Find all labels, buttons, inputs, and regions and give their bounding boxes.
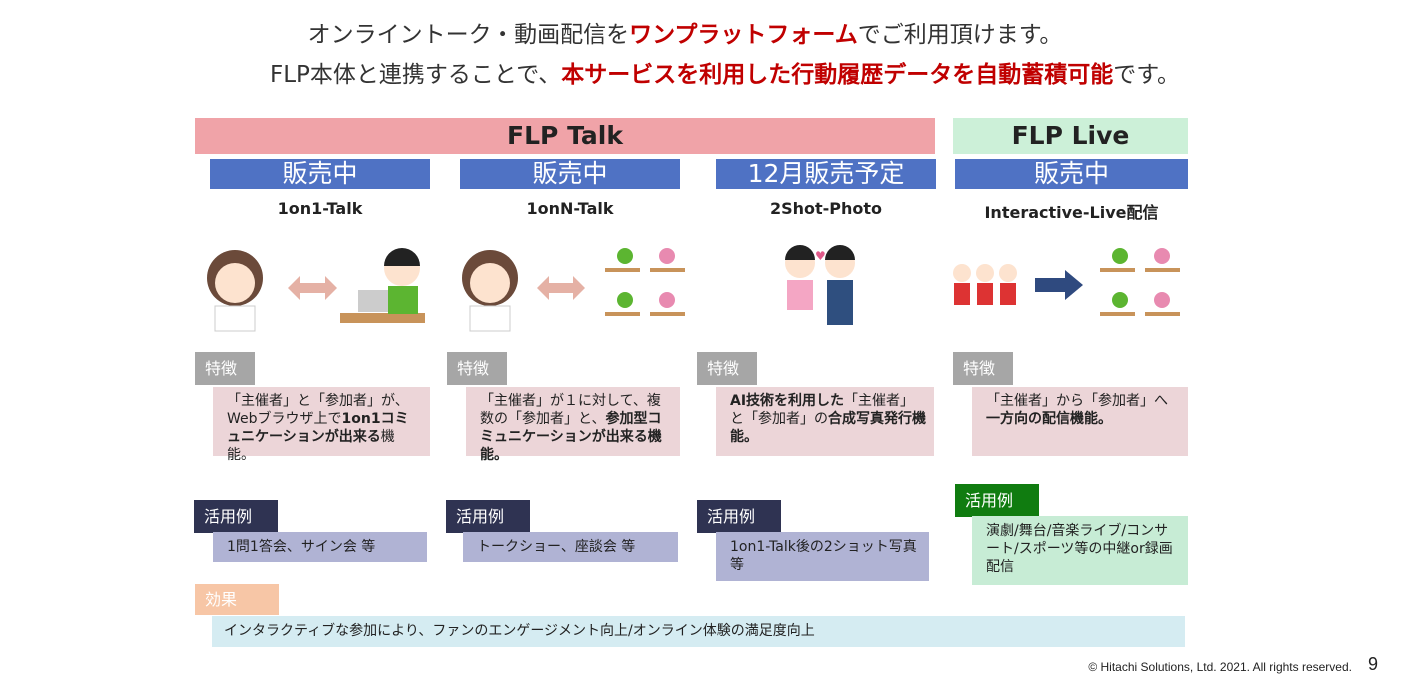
headline-line-1: オンライントーク・動画配信をワンプラットフォームでご利用頂けます。 (0, 15, 1370, 49)
feature-text: 一方向の配信機能。 (986, 411, 1112, 427)
product-name: 1onN-Talk (526, 199, 614, 218)
example-text: トークショー、座談会 等 (463, 532, 678, 562)
feature-text: AI技術を利用した (730, 393, 845, 409)
live-broadcast-illustration (953, 248, 1180, 316)
feature-description: 「主催者」が１に対して、複数の「参加者」と、参加型コミュニケーションが出来る機能… (466, 387, 680, 463)
feature-text: 「主催者」から「参加者」へ (986, 393, 1168, 409)
feature-description: AI技術を利用した「主催者」と「参加者」の合成写真発行機能。 (716, 387, 934, 456)
one-to-many-illustration (462, 248, 685, 332)
example-label: 活用例 (955, 484, 1039, 517)
feature-text: 1on1コミュニケーションが出来る (227, 411, 409, 445)
copyright: © Hitachi Solutions, Ltd. 2021. All righ… (1088, 660, 1352, 674)
example-text: 1on1-Talk後の2ショット写真 等 (716, 532, 929, 581)
feature-text: 「主催者」と「参加者」の (730, 393, 915, 427)
headline-text: でご利用頂けます。 (857, 22, 1063, 48)
headline-emphasis: ワンプラットフォーム (629, 22, 858, 48)
effect-label: 効果 (195, 584, 279, 615)
product-name: 2Shot-Photo (769, 199, 883, 218)
example-label: 活用例 (446, 500, 530, 533)
status-badge: 12月販売予定 (716, 159, 936, 189)
headline-text: です。 (1113, 62, 1180, 88)
example-label: 活用例 (194, 500, 278, 533)
feature-text: 機能。 (227, 429, 395, 463)
feature-label: 特徴 (697, 352, 757, 385)
headline-text: FLP本体と連携することで、 (269, 62, 562, 88)
feature-text: 合成写真発行機能。 (730, 411, 926, 445)
flp-talk-header: FLP Talk (195, 118, 935, 154)
effect-text: インタラクティブな参加により、ファンのエンゲージメント向上/オンライン体験の満足… (212, 616, 1185, 647)
svg-text:♥: ♥ (815, 249, 826, 263)
page-number: 9 (1368, 654, 1379, 674)
feature-text: 「主催者」が１に対して、複数の「参加者」と、 (480, 393, 661, 427)
feature-text: 「主催者」と「参加者」が、Webブラウザ上で (227, 393, 409, 427)
status-badge: 販売中 (460, 159, 680, 189)
flp-live-header: FLP Live (953, 118, 1188, 154)
feature-description: 「主催者」と「参加者」が、Webブラウザ上で1on1コミュニケーションが出来る機… (213, 387, 430, 463)
headline-emphasis: 本サービスを利用した行動履歴データを自動蓄積可能 (561, 62, 1114, 88)
feature-description: 「主催者」から「参加者」へ一方向の配信機能。 (972, 387, 1188, 456)
product-name: 1on1-Talk (277, 199, 363, 218)
status-badge: 販売中 (955, 159, 1188, 189)
example-text: 演劇/舞台/音楽ライブ/コンサート/スポーツ等の中継or録画配信 (972, 516, 1188, 585)
status-badge: 販売中 (210, 159, 430, 189)
feature-label: 特徴 (195, 352, 255, 385)
headline-text: オンライントーク・動画配信を (307, 22, 630, 48)
example-text: 1問1答会、サイン会 等 (213, 532, 427, 562)
feature-label: 特徴 (953, 352, 1013, 385)
example-label: 活用例 (697, 500, 781, 533)
product-name: Interactive-Live配信 (984, 203, 1159, 222)
headline-line-2: FLP本体と連携することで、本サービスを利用した行動履歴データを自動蓄積可能です… (40, 55, 1406, 89)
one-on-one-illustration (207, 248, 425, 332)
feature-label: 特徴 (447, 352, 507, 385)
two-shot-photo-illustration: ♥ (785, 245, 855, 325)
feature-text: 参加型コミュニケーションが出来る機能。 (480, 411, 662, 463)
